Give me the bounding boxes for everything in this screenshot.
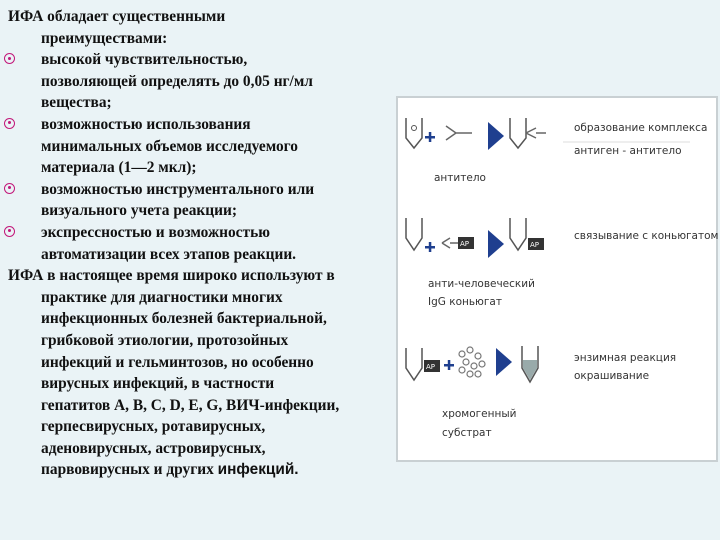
bullet-icon <box>4 225 15 237</box>
bullet-line: экспрессностью и возможностью <box>41 223 270 241</box>
usage-last-serif: парвовирусных и других <box>41 461 218 479</box>
bullet-item-readout: возможностью инструментального или визуа… <box>4 179 406 222</box>
antibody-icon <box>441 237 458 249</box>
usage-line: герпесвирусных, ротавирусных, <box>41 418 266 436</box>
bullet-icon <box>4 117 15 129</box>
bullet-line: визуального учета реакции; <box>41 202 238 220</box>
elisa-diagram-drawing: AP AP AP <box>405 118 690 384</box>
usage-line: грибковой этиологии, протозойных <box>41 331 289 349</box>
usage-last-sans: инфекций. <box>217 461 299 479</box>
label-anti-human-1: анти-человеческий <box>428 278 535 290</box>
plus-icon <box>425 132 435 142</box>
bullet-item-sensitivity: высокой чувствительностью, позволяющей о… <box>4 49 406 114</box>
row-enzyme-reaction: AP <box>405 346 539 384</box>
bullet-item-express: экспрессностью и возможностью автоматиза… <box>4 222 406 265</box>
ap-enzyme-icon <box>458 237 474 249</box>
bullet-icon <box>4 182 15 194</box>
usage-line: инфекционных болезней бактериальной, <box>41 310 327 328</box>
bullet-line: автоматизации всех этапов реакции. <box>41 245 297 263</box>
usage-line-1: ИФА в настоящее время широко используют … <box>8 267 335 285</box>
intro-line-1: ИФА обладает существенными <box>8 8 226 25</box>
usage-line: практике для диагностики многих <box>41 288 283 306</box>
plus-icon <box>425 242 435 252</box>
antibody-icon <box>445 125 472 141</box>
paragraph-intro: ИФА обладает существенными преимуществам… <box>8 6 406 49</box>
bullet-line: возможностью использования <box>41 115 251 133</box>
complex-antibody-icon <box>525 127 546 139</box>
bullet-line: вещества; <box>41 94 112 112</box>
bullet-line: возможностью инструментального или <box>41 180 315 198</box>
elisa-diagram: AP AP AP образование комплекса антиген -… <box>396 96 718 462</box>
bullet-line: минимальных объемов исследуемого <box>41 137 298 155</box>
well-icon <box>405 218 423 252</box>
plus-icon <box>444 360 454 370</box>
row-antigen-antibody <box>405 118 546 150</box>
label-antibody: антитело <box>434 172 486 184</box>
color-fill-icon <box>523 360 537 380</box>
label-substrate-1: хромогенный <box>442 408 517 420</box>
ap-enzyme-label: AP <box>426 363 435 371</box>
text-block: ИФА обладает существенными преимуществам… <box>4 6 406 481</box>
well-with-conjugate-icon <box>509 218 527 252</box>
antigen-icon <box>411 125 417 131</box>
well-icon <box>405 118 423 150</box>
label-complex-1: образование комплекса <box>574 122 708 134</box>
chromogenic-substrate-icon <box>458 346 486 378</box>
arrow-icon <box>496 348 512 376</box>
arrow-icon <box>488 230 504 258</box>
bullet-line: позволяющей определять до 0,05 нг/мл <box>41 72 313 90</box>
arrow-icon <box>488 122 504 150</box>
usage-line: аденовирусных, астровирусных, <box>41 439 266 457</box>
usage-line-last: парвовирусных и других инфекций. <box>8 459 406 481</box>
label-conjugate-bind: связывание с коньюгатом <box>574 230 719 242</box>
label-complex-2: антиген - антитело <box>574 145 682 157</box>
label-anti-human-2: IgG коньюгат <box>428 296 502 308</box>
ap-enzyme-icon <box>424 360 440 372</box>
colored-well-icon <box>521 346 539 384</box>
usage-line: вирусных инфекций, в частности <box>41 375 275 393</box>
ap-enzyme-label: AP <box>530 241 539 249</box>
label-enzyme-1: энзимная реакция <box>574 352 677 364</box>
ap-enzyme-icon <box>528 238 544 250</box>
usage-line: гепатитов А, В, С, D, Е, G, ВИЧ-инфекции… <box>41 396 340 414</box>
well-with-complex-icon <box>509 118 527 150</box>
usage-line: инфекций и гельминтозов, но особенно <box>41 353 314 371</box>
intro-line-2: преимуществами: <box>41 29 168 47</box>
bullet-line: материала (1—2 мкл); <box>41 159 197 177</box>
label-substrate-2: субстрат <box>442 427 492 439</box>
bullet-line: высокой чувствительностью, <box>41 51 248 69</box>
well-icon <box>405 348 423 382</box>
label-enzyme-2: окрашивание <box>574 370 650 382</box>
row-conjugate: AP AP <box>405 218 544 258</box>
bullet-icon <box>4 53 15 65</box>
bullet-item-volume: возможностью использования минимальных о… <box>4 114 406 179</box>
paragraph-usage: ИФА в настоящее время широко используют … <box>8 265 406 481</box>
ap-enzyme-label: AP <box>460 240 469 248</box>
